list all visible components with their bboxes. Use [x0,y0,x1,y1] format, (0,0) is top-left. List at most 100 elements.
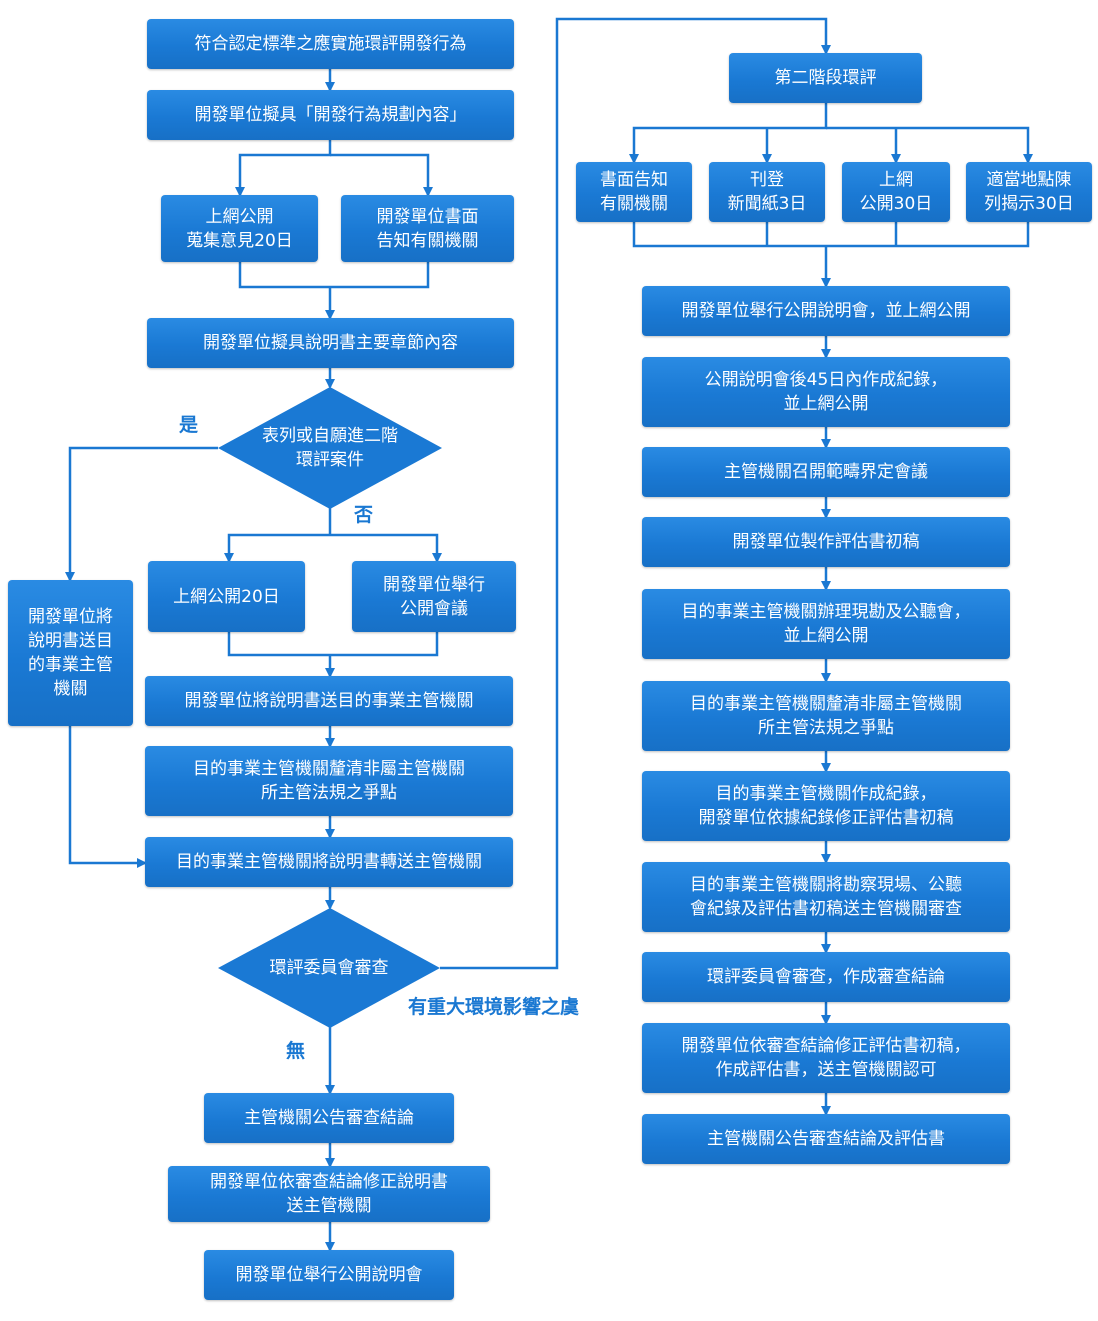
line-1: 目的事業主管機關釐清非屬主管機關 [193,759,465,779]
step-draft-chapters: 開發單位擬具說明書主要章節內容 [147,318,514,368]
line-1: 環評委員會審查 [269,958,389,978]
merge-line-ab [238,262,430,289]
branch-newspaper: 刊登 新聞紙3日 [709,162,825,222]
branch-online-30days: 上網 公開30日 [842,162,950,222]
line-1: 開發單位將 [28,607,113,627]
line-2: 說明書送目 [28,631,113,651]
line-3: 的事業主管 [28,655,113,675]
line-1: 目的事業主管機關辦理現勘及公聽會， [681,602,971,622]
line-1: 開發單位舉行公開說明會 [235,1265,423,1285]
line-1: 主管機關公告審查結論及評估書 [707,1129,945,1149]
line-2: 有關機關 [600,194,668,214]
line-2: 並上網公開 [783,626,869,646]
line-2: 蒐集意見20日 [186,230,293,251]
step-development-qualifying: 符合認定標準之應實施環評開發行為 [147,19,514,69]
arrow-to-branch-d [330,533,442,563]
line-1: 目的事業主管機關作成紀錄， [715,784,937,804]
line-2: 所主管法規之爭點 [261,783,397,803]
line-1: 開發單位書面 [376,206,479,227]
line-1: 開發單位依審查結論修正評估書初稿， [681,1036,971,1056]
line-1: 公開說明會後45日內作成紀錄， [704,370,948,390]
label-significant-impact: 有重大環境影響之虞 [408,996,580,1018]
step-draft-plan: 開發單位擬具「開發行為規劃內容」 [147,90,514,140]
line-1: 刊登 [750,170,784,190]
side-send-statement: 開發單位將 說明書送目 的事業主管 機關 [8,580,133,726]
line-1: 開發單位舉行公開說明會，並上網公開 [681,301,971,321]
arrow-yes-to-side [65,446,218,582]
line-2: 列揭示30日 [984,194,1074,214]
arrow-to-branch-c [224,533,330,563]
line-2: 會紀錄及評估書初稿送主管機關審查 [690,899,962,919]
line-1: 開發單位依審查結論修正說明書 [210,1172,448,1192]
line-1: 上網公開 [205,206,274,227]
merge-line-right [632,222,1030,248]
line-1: 適當地點陳 [986,170,1072,190]
label-none: 無 [286,1040,306,1062]
branch-online-20days: 上網公開20日 [148,561,305,632]
merge-line-cd [227,632,439,657]
line-1: 目的事業主管機關將說明書轉送主管機關 [176,852,482,872]
line-2: 開發單位依據紀錄修正評估書初稿 [698,808,954,828]
step-clarify-disputes: 目的事業主管機關釐清非屬主管機關 所主管法規之爭點 [145,746,513,816]
line-1: 開發單位擬具說明書主要章節內容 [203,333,458,353]
line-2: 新聞紙3日 [727,194,807,214]
branch-notify-agencies: 書面告知 有關機關 [576,162,692,222]
r-step-announce-final: 主管機關公告審查結論及評估書 [642,1114,1010,1164]
line-1: 目的事業主管機關將勘察現場、公聽 [690,875,962,895]
line-2: 環評案件 [296,450,364,470]
r-step-scoping-meeting: 主管機關召開範疇界定會議 [642,447,1010,497]
line-1: 符合認定標準之應實施環評開發行為 [194,34,467,54]
decision1-text: 表列或自願進二階 環評案件 [218,418,442,478]
arrow-significant-to-stage2 [440,17,831,970]
line-1: 上網 [879,170,913,190]
stage2-assessment: 第二階段環評 [729,53,922,103]
branch-online-comments: 上網公開 蒐集意見20日 [161,195,318,262]
line-2: 告知有關機關 [376,230,479,251]
line-2: 作成評估書，送主管機關認可 [715,1060,937,1080]
line-2: 並上網公開 [783,394,869,414]
r-step-committee-review: 環評委員會審查，作成審查結論 [642,952,1010,1002]
r-step-send-for-review: 目的事業主管機關將勘察現場、公聽 會紀錄及評估書初稿送主管機關審查 [642,862,1010,932]
r-step-site-hearing: 目的事業主管機關辦理現勘及公聽會， 並上網公開 [642,589,1010,659]
decision2-diamond [218,908,440,1028]
r-step-public-briefing: 開發單位舉行公開說明會，並上網公開 [642,286,1010,336]
line-1: 主管機關公告審查結論 [244,1108,414,1128]
line-1: 書面告知 [600,170,668,190]
r-step-draft-assessment: 開發單位製作評估書初稿 [642,517,1010,567]
line-1: 開發單位舉行 [383,574,485,595]
line-1: 環評委員會審查，作成審查結論 [707,967,945,987]
branch-written-notice: 開發單位書面 告知有關機關 [341,195,514,262]
r-step-revise-assessment: 開發單位依審查結論修正評估書初稿， 作成評估書，送主管機關認可 [642,1023,1010,1093]
line-1: 主管機關召開範疇界定會議 [724,462,928,482]
arrow-to-notify [629,103,828,164]
r-step-record-45days: 公開說明會後45日內作成紀錄， 並上網公開 [642,357,1010,427]
step-send-to-authority: 開發單位將說明書送目的事業主管機關 [145,676,513,726]
arrow-to-branch-b [330,153,433,197]
label-no: 否 [354,504,374,526]
step-public-briefing: 開發單位舉行公開說明會 [204,1250,454,1300]
arrow-to-display [826,126,1033,164]
line-1: 開發單位將說明書送目的事業主管機關 [184,691,474,711]
line-2: 公開會議 [400,598,468,619]
line-1: 開發單位擬具「開發行為規劃內容」 [194,105,467,125]
branch-public-meeting: 開發單位舉行 公開會議 [352,561,516,632]
label-yes: 是 [179,414,199,436]
line-1: 目的事業主管機關釐清非屬主管機關 [690,694,962,714]
arrow-side-to-step6 [68,726,147,868]
line-2: 所主管法規之爭點 [758,718,894,738]
line-1: 開發單位製作評估書初稿 [732,532,920,552]
line-4: 機關 [53,679,88,699]
arrow-to-branch-a [235,140,332,197]
step-announce-conclusion: 主管機關公告審查結論 [204,1093,454,1143]
line-1: 表列或自願進二階 [262,426,398,446]
r-step-clarify-disputes: 目的事業主管機關釐清非屬主管機關 所主管法規之爭點 [642,681,1010,751]
step-revise-statement: 開發單位依審查結論修正說明書 送主管機關 [168,1166,490,1222]
line-2: 公開30日 [859,194,933,214]
r-step-make-record: 目的事業主管機關作成紀錄， 開發單位依據紀錄修正評估書初稿 [642,771,1010,841]
branch-display-30days: 適當地點陳 列揭示30日 [966,162,1092,222]
decision2-text: 環評委員會審查 [218,938,440,998]
step-forward-statement: 目的事業主管機關將說明書轉送主管機關 [145,837,513,887]
decision1-diamond [218,387,442,509]
